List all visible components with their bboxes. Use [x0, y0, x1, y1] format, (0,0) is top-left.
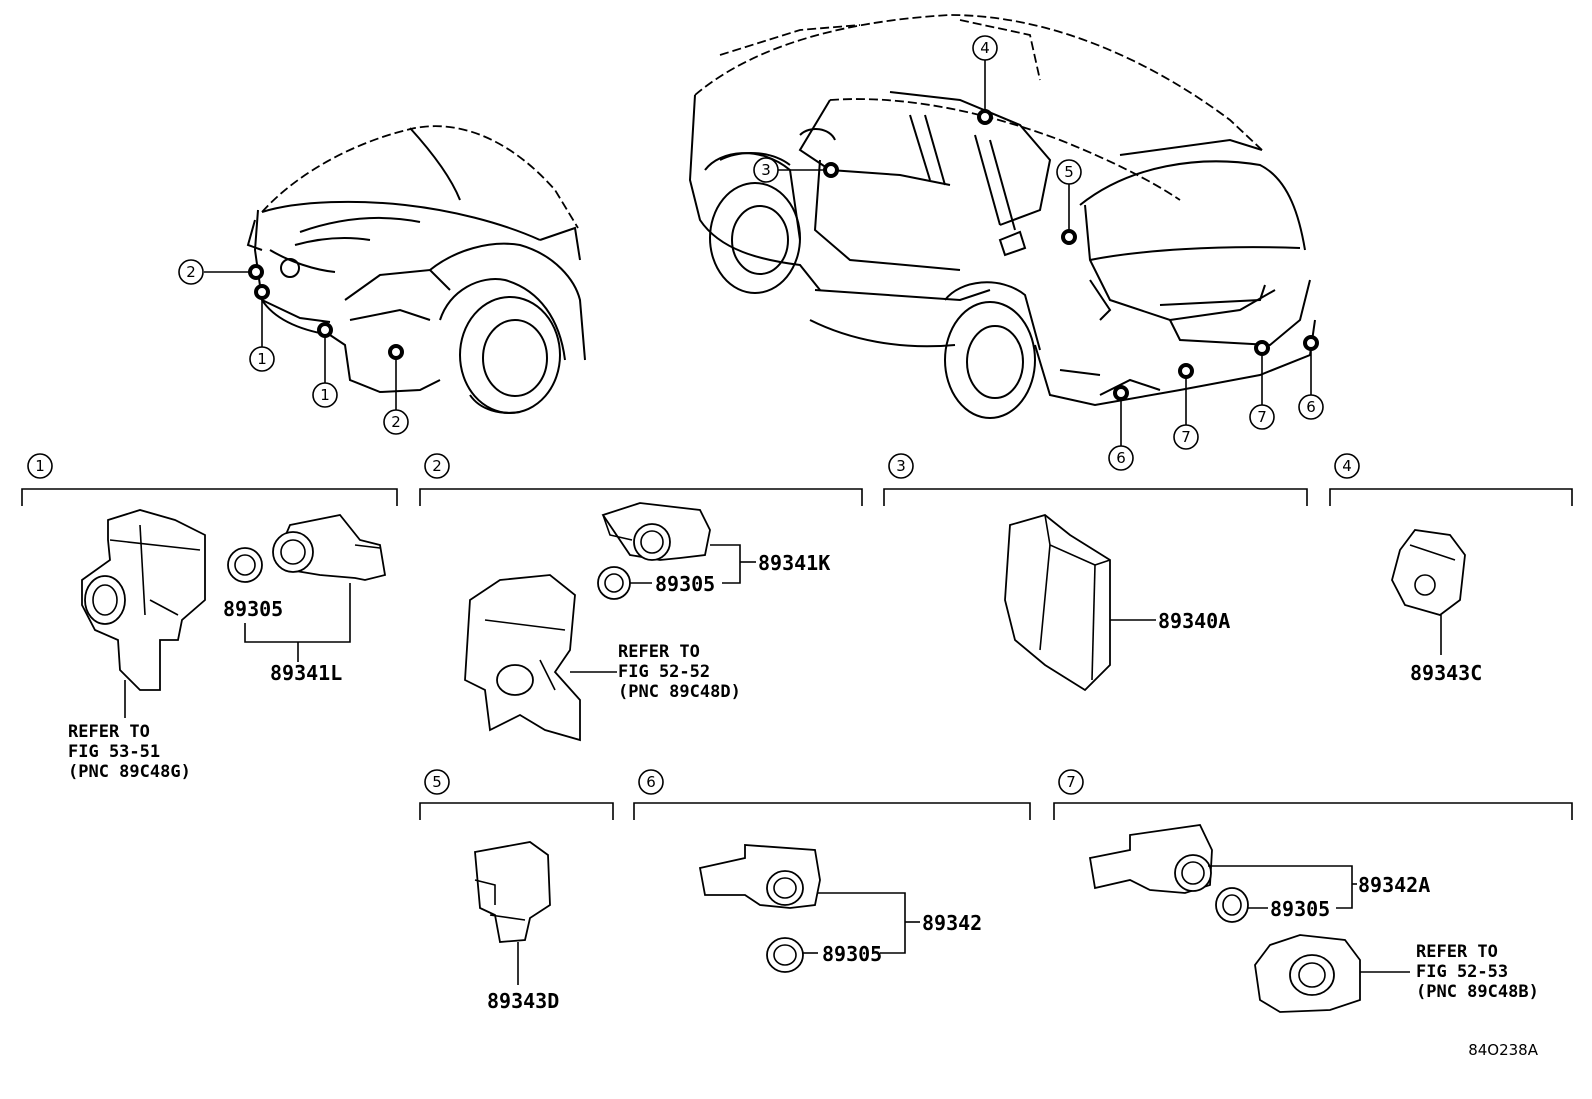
callout-6-rear-left: 6: [1108, 445, 1134, 471]
callout-2-front-right: 2: [383, 409, 409, 435]
callout-number: 1: [320, 386, 330, 404]
section-1-sensor: [272, 514, 387, 581]
callout-number: 2: [186, 263, 196, 281]
callout-2-front-left: 2: [178, 259, 204, 285]
section-number: 4: [1342, 457, 1352, 475]
part-number-89305-s2: 89305: [655, 572, 715, 596]
refer-note-line: (PNC 89C48B): [1416, 982, 1539, 1002]
callout-number: 7: [1181, 428, 1191, 446]
callout-number: 6: [1116, 449, 1126, 467]
figure-id: 84O238A: [1468, 1041, 1539, 1059]
section-number: 1: [35, 457, 45, 475]
refer-note-line: REFER TO: [1416, 942, 1498, 962]
section-1-retainer-ring: [227, 547, 263, 583]
front-vehicle-illustration: [204, 125, 586, 414]
part-number-89342: 89342: [922, 911, 982, 935]
part-number-89305: 89305: [223, 597, 283, 621]
part-number-89341l: 89341L: [270, 661, 342, 685]
part-number-89343c: 89343C: [1410, 661, 1482, 685]
callout-number: 5: [1064, 163, 1074, 181]
part-number-89342a: 89342A: [1358, 873, 1430, 897]
refer-note-line: FIG 53-51: [68, 742, 160, 762]
refer-note-line: (PNC 89C48D): [618, 682, 741, 702]
callout-1-front-center: 1: [312, 382, 338, 408]
callout-4-rear: 4: [972, 35, 998, 61]
section-6-retainer-ring: [766, 937, 804, 973]
refer-note-line: (PNC 89C48G): [68, 762, 191, 782]
section-1-bracket: [81, 509, 206, 718]
section-6-bracket: [818, 892, 906, 954]
section-7-header: 7: [1053, 769, 1573, 820]
section-6-sensor: [698, 844, 821, 909]
section-number: 2: [432, 457, 442, 475]
section-2-bracket-part: [464, 574, 617, 742]
part-number-89305-s7: 89305: [1270, 897, 1330, 921]
callout-1-front-left: 1: [249, 346, 275, 372]
section-7-bracket: [1208, 865, 1353, 909]
section-7-sensor: [1088, 824, 1213, 894]
callout-5-rear: 5: [1056, 159, 1082, 185]
callout-6-rear-right: 6: [1298, 394, 1324, 420]
section-1-header: 1: [21, 453, 398, 506]
callout-number: 6: [1306, 398, 1316, 416]
part-number-89305-s6: 89305: [822, 942, 882, 966]
section-6-header: 6: [633, 769, 1031, 820]
refer-note-line: FIG 52-53: [1416, 962, 1508, 982]
callout-number: 2: [391, 413, 401, 431]
refer-note-line: REFER TO: [618, 642, 700, 662]
section-number: 6: [646, 773, 656, 791]
section-7-refer-note: REFER TO FIG 52-53 (PNC 89C48B): [1416, 942, 1539, 1002]
refer-note-line: FIG 52-52: [618, 662, 710, 682]
section-3-ecu: [1004, 514, 1111, 692]
part-number-89343d: 89343D: [487, 989, 559, 1013]
section-5-header: 5: [419, 769, 614, 820]
callout-number: 3: [761, 161, 771, 179]
callout-7-rear-right: 7: [1249, 404, 1275, 430]
section-7-retainer-ring: [1215, 887, 1249, 923]
section-1-refer-note: REFER TO FIG 53-51 (PNC 89C48G): [68, 722, 191, 782]
section-2-sensor: [601, 502, 711, 561]
section-4-sensor: [1391, 529, 1466, 616]
section-2-bracket: [710, 544, 741, 584]
section-2-refer-note: REFER TO FIG 52-52 (PNC 89C48D): [618, 642, 741, 702]
section-2-header: 2: [419, 453, 863, 506]
callout-3-rear: 3: [753, 157, 779, 183]
rear-vehicle-illustration: [688, 14, 1319, 446]
callout-number: 4: [980, 39, 990, 57]
section-5-sensor: [474, 841, 551, 943]
section-4-header: 4: [1329, 453, 1573, 506]
part-number-89341k: 89341K: [758, 551, 830, 575]
section-3-header: 3: [883, 453, 1308, 506]
callout-7-rear-center: 7: [1173, 424, 1199, 450]
section-number: 5: [432, 773, 442, 791]
callout-number: 7: [1257, 408, 1267, 426]
section-2-retainer-ring: [597, 566, 631, 600]
refer-note-line: REFER TO: [68, 722, 150, 742]
part-number-89340a: 89340A: [1158, 609, 1230, 633]
callout-number: 1: [257, 350, 267, 368]
section-7-bracket-part: [1254, 934, 1410, 1013]
section-number: 7: [1066, 773, 1076, 791]
section-number: 3: [896, 457, 906, 475]
